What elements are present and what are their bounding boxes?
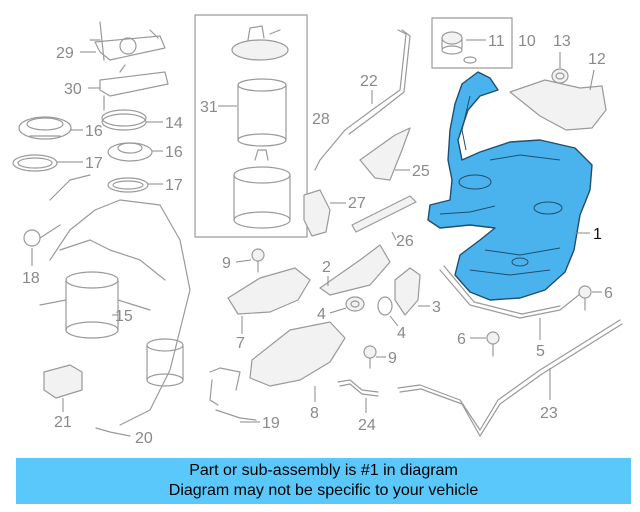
part-26-strap	[351, 195, 417, 233]
callout-8: 8	[310, 405, 319, 422]
part-25-heat-shield	[359, 127, 411, 181]
callout-12: 12	[588, 51, 606, 68]
callout-19: 19	[262, 415, 280, 432]
callout-16b: 16	[165, 144, 183, 161]
callout-6b: 6	[457, 331, 466, 348]
callout-9b: 9	[388, 350, 397, 367]
callout-3: 3	[432, 299, 441, 316]
part-9-bolt-upper	[251, 248, 265, 273]
part-24-hose-edge	[339, 383, 379, 397]
callout-1: 1	[593, 226, 602, 243]
part-3-cover	[394, 267, 421, 316]
leader-4b	[389, 315, 399, 327]
part-31-fuel-filter	[237, 78, 287, 147]
callout-10: 10	[518, 33, 536, 50]
part-6-bolt-left	[486, 331, 500, 357]
part-17-seal-ring-right	[107, 177, 149, 193]
callout-27: 27	[348, 195, 366, 212]
callout-7: 7	[236, 335, 245, 352]
callout-6a: 6	[604, 285, 613, 302]
part-7-heat-shield	[227, 267, 311, 315]
callout-20: 20	[135, 430, 153, 447]
part-12-fuel-door-housing	[509, 79, 607, 131]
callout-25: 25	[412, 163, 430, 180]
part-18-sensor	[23, 174, 91, 247]
part-29-bracket	[89, 21, 166, 61]
part-11-fuel-cap	[441, 31, 477, 64]
leader-26	[391, 231, 397, 241]
callout-30: 30	[64, 81, 82, 98]
leader-12	[589, 69, 595, 91]
callout-21: 21	[54, 414, 72, 431]
part-21-control-module	[43, 364, 83, 399]
callout-22: 22	[360, 73, 378, 90]
part-15-fuel-pump-assembly	[39, 199, 191, 426]
part-22-vent-line-edge	[348, 29, 411, 135]
part-6-bolt-right	[578, 285, 592, 311]
part-9-bolt-lower	[363, 345, 377, 369]
part-17-seal-ring-left	[12, 154, 58, 172]
callout-18: 18	[22, 270, 40, 287]
part-20-wiring	[95, 427, 131, 437]
part-28-filter-cover	[231, 25, 289, 61]
part-22-vent-line	[314, 29, 407, 171]
callout-2: 2	[322, 259, 331, 276]
info-banner: Part or sub-assembly is #1 in diagram Di…	[16, 458, 631, 504]
callout-5: 5	[536, 343, 545, 360]
part-10-box	[431, 17, 513, 69]
callout-17b: 17	[165, 177, 183, 194]
part-24-hose	[337, 379, 379, 393]
callout-28: 28	[312, 111, 330, 128]
part-13-grommet	[551, 68, 569, 84]
part-28-filter-housing	[233, 149, 291, 229]
callout-16a: 16	[85, 123, 103, 140]
part-1-fuel-tank	[427, 71, 593, 301]
part-16-fuel-sender-top	[107, 142, 153, 162]
leader-9a	[235, 259, 252, 263]
part-19-wiring-harness	[209, 367, 257, 421]
callout-23: 23	[540, 405, 558, 422]
part-28-box	[194, 14, 308, 238]
info-banner-line-1: Part or sub-assembly is #1 in diagram	[189, 462, 458, 479]
callout-24: 24	[358, 417, 376, 434]
callout-29: 29	[56, 45, 74, 62]
callout-31: 31	[200, 99, 218, 116]
part-30-bracket	[99, 64, 169, 111]
callout-11: 11	[488, 33, 505, 50]
callout-15: 15	[115, 308, 133, 325]
callout-17a: 17	[85, 155, 103, 172]
part-8-underbody-shield	[249, 321, 346, 387]
part-23-fuel-line-edge	[399, 323, 623, 437]
part-14-lock-ring	[101, 109, 147, 131]
part-5-tank-strap	[439, 269, 586, 319]
part-5-tank-strap-edge	[443, 265, 561, 315]
leader-4a	[329, 307, 347, 314]
callout-13: 13	[553, 33, 571, 50]
callout-4a: 4	[317, 306, 326, 323]
callout-26: 26	[396, 233, 414, 250]
part-4-grommet-right	[377, 296, 393, 316]
part-27-bracket	[303, 189, 331, 237]
part-23-fuel-line	[397, 319, 621, 431]
callout-9a: 9	[222, 255, 231, 272]
part-16-fuel-pump-module-top	[18, 116, 72, 140]
info-banner-line-2: Diagram may not be specific to your vehi…	[168, 482, 479, 499]
part-2-shield	[319, 244, 391, 296]
part-4-grommet-left	[345, 296, 365, 312]
callout-14: 14	[165, 115, 183, 132]
callout-4b: 4	[397, 325, 406, 342]
parts-diagram: 29 30 16 14 16 17 17	[12, 14, 623, 447]
